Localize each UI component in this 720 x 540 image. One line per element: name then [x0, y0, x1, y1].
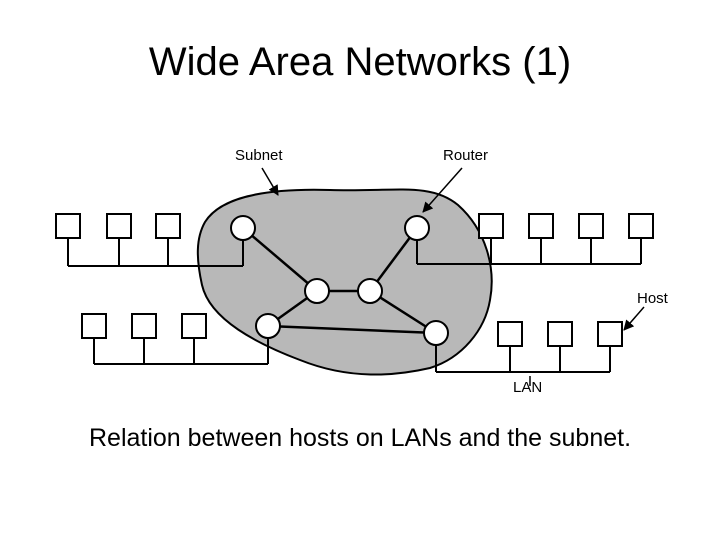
host-box: [497, 321, 523, 347]
router-node: [423, 320, 449, 346]
host-box: [106, 213, 132, 239]
slide-title: Wide Area Networks (1): [148, 40, 572, 84]
host-box: [597, 321, 623, 347]
host-box: [55, 213, 81, 239]
router-label: Router: [443, 147, 488, 164]
router-node: [255, 313, 281, 339]
link-r2-r4: [368, 227, 419, 292]
link-r5-r6: [267, 324, 437, 335]
host-box: [528, 213, 554, 239]
host-box: [628, 213, 654, 239]
routers: [230, 215, 449, 346]
host-box: [547, 321, 573, 347]
callout-arrows: [261, 167, 645, 386]
host-box: [131, 313, 157, 339]
lan-bottom-left: [81, 313, 269, 365]
subnet-arrow: [261, 167, 279, 196]
host-box: [155, 213, 181, 239]
lan-label: LAN: [513, 379, 542, 396]
host-box: [181, 313, 207, 339]
host-label: Host: [637, 290, 669, 307]
router-node: [304, 278, 330, 304]
link-r1-r3: [242, 227, 318, 292]
link-r4-r6: [369, 289, 437, 335]
subnet-label: Subnet: [235, 147, 283, 164]
router-arrow: [422, 167, 463, 213]
lan-top-right: [416, 213, 654, 265]
slide-caption: Relation between hosts on LANs and the s…: [88, 424, 632, 452]
router-node: [404, 215, 430, 241]
lan-bottom-right: [435, 321, 623, 373]
host-arrow: [623, 306, 645, 331]
host-box: [478, 213, 504, 239]
router-node: [357, 278, 383, 304]
host-box: [81, 313, 107, 339]
router-node: [230, 215, 256, 241]
host-box: [578, 213, 604, 239]
